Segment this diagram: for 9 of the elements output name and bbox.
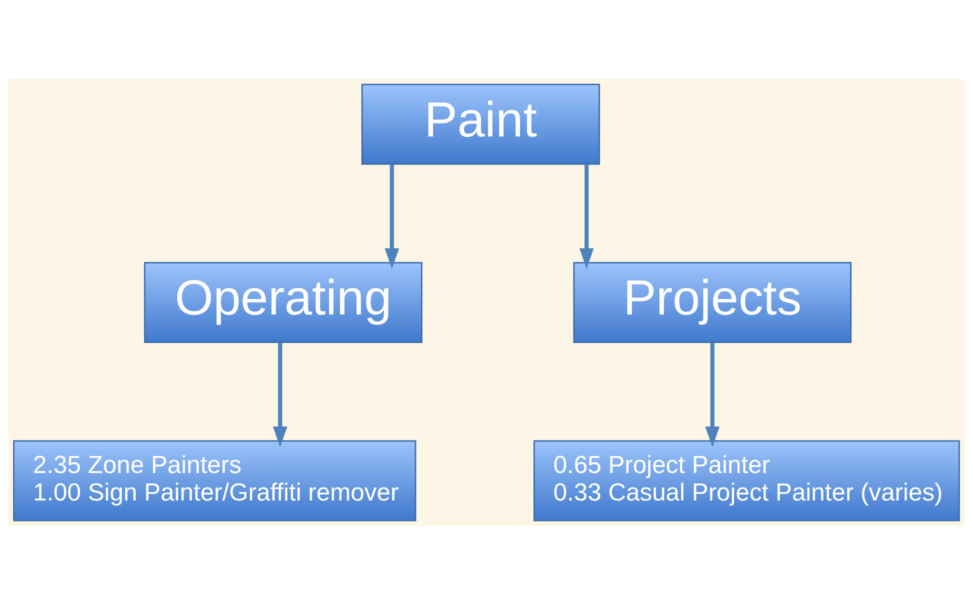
arrow: [272, 342, 288, 448]
node-box: 2.35 Zone Painters 1.00 Sign Painter/Graffiti remover: [13, 440, 416, 522]
arrow: [579, 164, 594, 269]
node-box: 0.65 Project Painter 0.33 Casual Project Painter (varies): [533, 440, 960, 522]
node-box: Projects: [573, 262, 852, 343]
node-box: Paint: [361, 84, 600, 165]
node-box: Operating: [144, 262, 422, 343]
arrow: [384, 164, 400, 269]
arrow: [705, 342, 720, 448]
